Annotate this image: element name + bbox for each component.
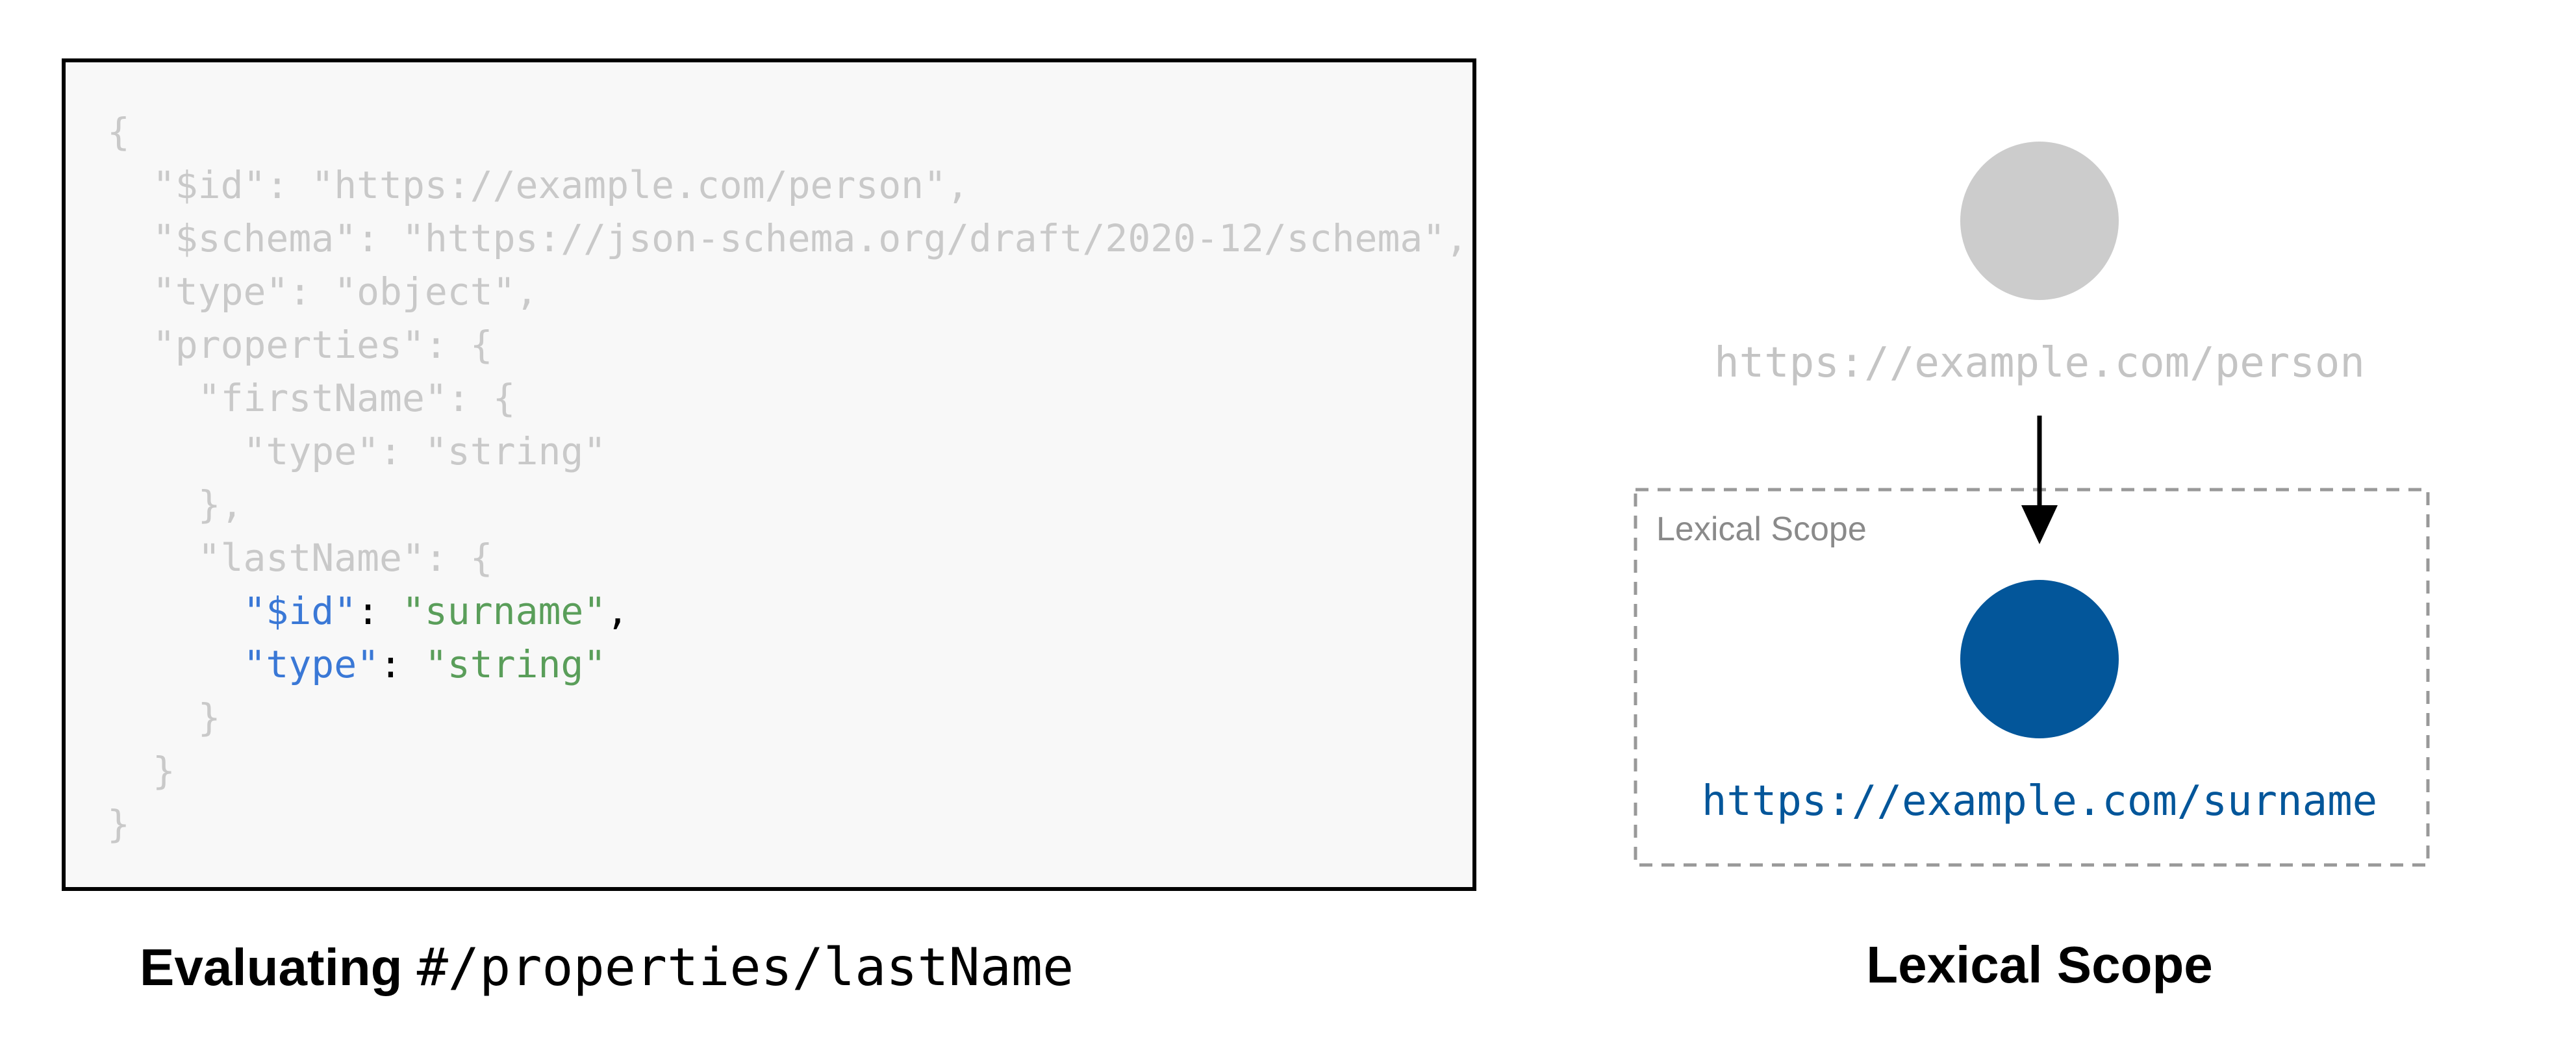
code-line: "type": "object", [107, 265, 1468, 318]
code-token: "properties": { [107, 323, 493, 367]
parent-node-url: https://example.com/person [1714, 339, 2365, 387]
code-token: "type" [243, 642, 380, 686]
code-token: "type": "object", [107, 269, 538, 314]
code-token: { [107, 110, 130, 154]
code-line: "properties": { [107, 318, 1468, 371]
code-line: } [107, 797, 1468, 851]
evaluating-path: #/properties/lastName [416, 937, 1074, 997]
child-node-url: https://example.com/surname [1702, 777, 2377, 825]
lexical-scope-diagram: https://example.com/person Lexical Scope… [1634, 142, 2430, 867]
code-token: "firstName": { [107, 376, 516, 420]
code-token [107, 642, 244, 686]
code-line: "lastName": { [107, 531, 1468, 584]
code-token: "lastName": { [107, 536, 493, 580]
code-token: }, [107, 482, 244, 527]
code-token: : [379, 642, 425, 686]
code-line: "type": "string" [107, 425, 1468, 478]
parent-node [1960, 142, 2119, 300]
code-token: "$id": "https://example.com/person", [107, 163, 969, 207]
code-token: "$id" [243, 589, 357, 633]
code-token: "surname" [401, 589, 607, 633]
child-node [1960, 580, 2119, 738]
code-token: : [357, 589, 402, 633]
code-line: "type": "string" [107, 638, 1468, 691]
code-token: , [606, 589, 629, 633]
code-token: "$schema": "https://json-schema.org/draf… [107, 216, 1469, 260]
code-token [107, 589, 244, 633]
evaluating-caption: Evaluating #/properties/lastName [140, 935, 1074, 1000]
code-line: "$id": "surname", [107, 584, 1468, 638]
code-line: "$id": "https://example.com/person", [107, 158, 1468, 212]
code-panel: { "$id": "https://example.com/person", "… [62, 58, 1476, 891]
lexical-scope-caption: Lexical Scope [1866, 936, 2213, 994]
code-token: } [107, 749, 175, 793]
lexical-scope-box [1634, 488, 2430, 867]
code-line: "$schema": "https://json-schema.org/draf… [107, 212, 1468, 265]
code-token: "type": "string" [107, 429, 607, 473]
json-schema-code: { "$id": "https://example.com/person", "… [107, 105, 1468, 851]
code-line: } [107, 744, 1468, 797]
lexical-scope-box-label: Lexical Scope [1656, 510, 1867, 548]
code-line: } [107, 691, 1468, 744]
code-token: } [107, 695, 221, 740]
evaluating-label: Evaluating [140, 938, 403, 996]
code-line: "firstName": { [107, 371, 1468, 425]
scope-arrow-head [2021, 505, 2058, 544]
code-token: "string" [424, 642, 607, 686]
code-token: } [107, 802, 130, 846]
code-line: }, [107, 478, 1468, 531]
code-line: { [107, 105, 1468, 158]
